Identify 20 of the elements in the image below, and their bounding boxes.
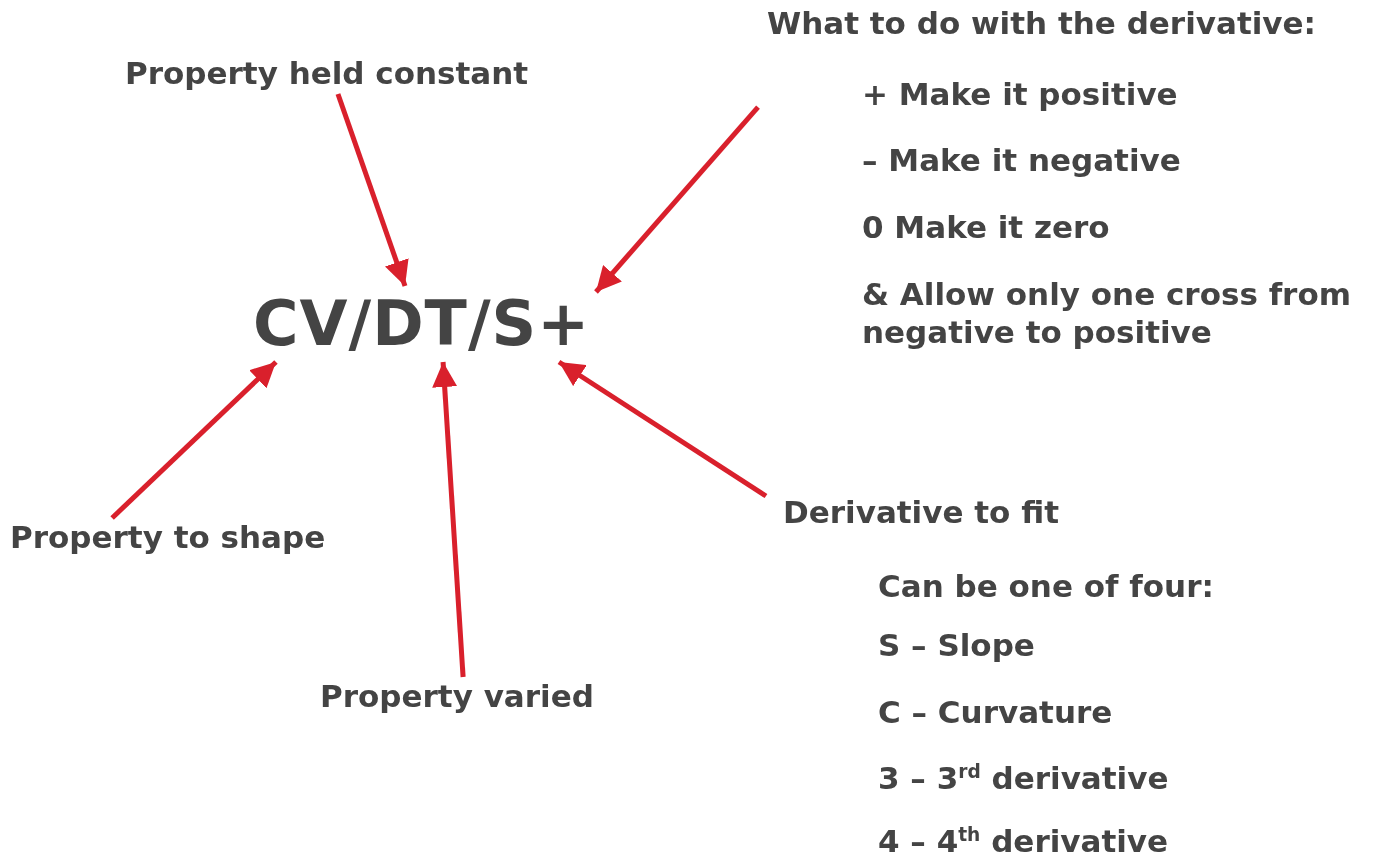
list-item: 0 Make it zero bbox=[862, 208, 1110, 246]
arrow bbox=[432, 361, 466, 678]
list-item: 3 – 3$^{rd}$ derivative bbox=[878, 759, 1169, 797]
annotation-text: Property to shape bbox=[10, 518, 326, 556]
heading-text: What to do with the derivative: bbox=[767, 4, 1316, 42]
arrow bbox=[110, 360, 278, 520]
formula-text: CV/DT/S+ bbox=[253, 286, 591, 362]
list-item: & Allow only one cross from negative to positive bbox=[862, 275, 1352, 351]
arrow bbox=[594, 105, 760, 294]
list-item: – Make it negative bbox=[862, 141, 1181, 179]
list-item: C – Curvature bbox=[878, 693, 1113, 731]
arrow bbox=[335, 93, 409, 287]
annotation-text: Property varied bbox=[320, 677, 594, 715]
list-item: + Make it positive bbox=[862, 75, 1178, 113]
annotation-text: Property held constant bbox=[125, 54, 529, 92]
arrow bbox=[557, 359, 768, 499]
list-item: S – Slope bbox=[878, 626, 1035, 664]
heading-text: Derivative to fit bbox=[783, 493, 1059, 531]
list-item: Can be one of four: bbox=[878, 567, 1214, 605]
list-item: 4 – 4$^{th}$ derivative bbox=[878, 822, 1169, 860]
